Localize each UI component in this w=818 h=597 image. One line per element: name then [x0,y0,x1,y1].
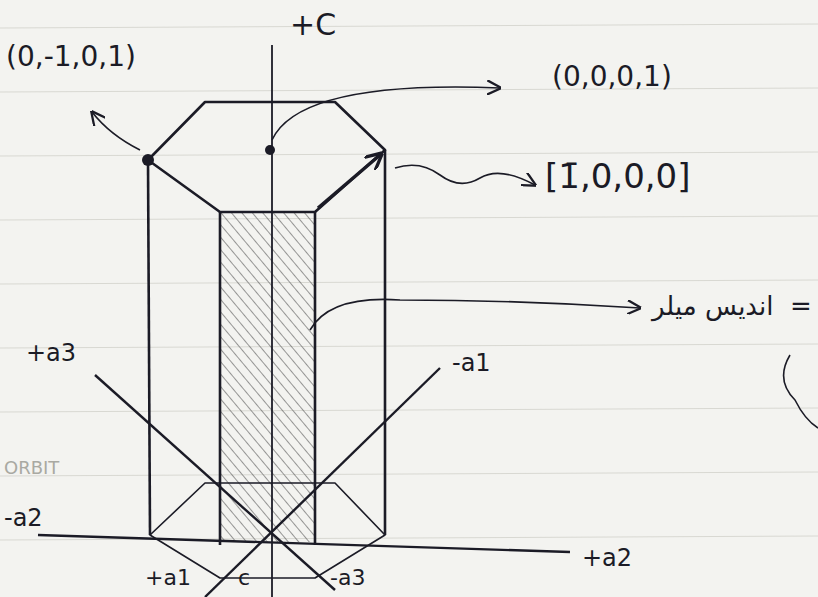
note-text: اندیس میلر [652,292,773,321]
note-text: = [790,292,812,321]
direction-index: [1̄,0,0,0] [545,158,690,195]
axis-label: +C [290,8,336,41]
axis-label: +a3 [26,340,76,366]
axis-label: +a2 [582,545,632,571]
axis-label: -a2 [4,505,43,531]
axis-label: -a1 [452,350,491,376]
direction-index: (0,0,0,1) [552,62,672,93]
atom-dots [142,145,275,166]
axis-label: -a3 [330,566,365,590]
axis-label: c [238,566,250,590]
watermark: ORBIT [4,458,59,478]
axes [38,368,570,597]
direction-index: (0,-1,0,1) [6,42,136,73]
axis-label: +a1 [145,566,191,590]
hexagonal-prism [148,45,385,597]
ruled-lines [0,24,818,540]
leader-lines [92,87,818,428]
